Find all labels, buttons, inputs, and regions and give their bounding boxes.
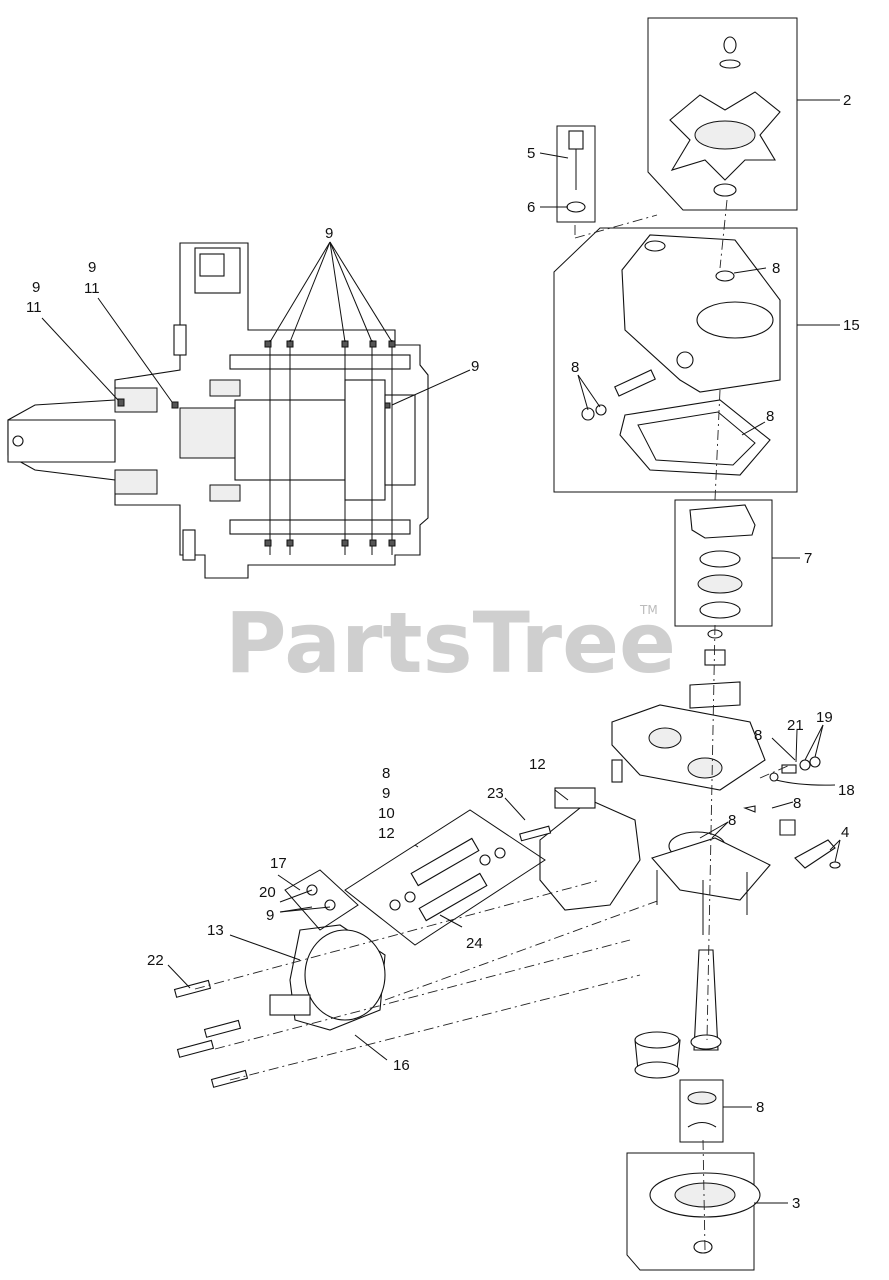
bearing-kit-box [674,499,773,627]
callout-9-check: 9 [266,907,274,924]
pulley-box [626,1152,761,1271]
callout-kit-12: 12 [378,825,395,842]
watermark-text: PartsTree [225,594,676,692]
callout-kit-8: 8 [382,765,390,782]
callout-8-side-plug: 8 [793,795,801,812]
lower-bearing-box [679,1079,724,1143]
leader-lines [41,99,841,1204]
callout-15: 15 [843,317,860,334]
callout-20: 20 [259,884,276,901]
callout-9-mid: 9 [88,259,96,276]
watermark-trademark: TM [639,603,658,617]
callout-5: 5 [527,145,535,162]
assembly-centerlines [194,199,791,1251]
callout-2: 2 [843,92,851,109]
callout-4: 4 [841,824,849,841]
callout-8-cover-seals: 8 [571,359,579,376]
callout-23: 23 [487,785,504,802]
callout-16: 16 [393,1057,410,1074]
callout-kit-10: 10 [378,805,395,822]
callout-11-mid: 11 [84,280,100,297]
callout-3: 3 [792,1195,800,1212]
center-section-assembly [611,629,841,1079]
callout-22: 22 [147,952,164,969]
cross-section-view [7,242,429,579]
callout-7: 7 [804,550,812,567]
callout-18: 18 [838,782,855,799]
callout-8-bypass: 8 [754,727,762,744]
callout-12: 12 [529,756,546,773]
callout-9-right: 9 [471,358,479,375]
callout-8-seal-kit: 8 [756,1099,764,1116]
callout-21: 21 [787,717,804,734]
dipstick-box [556,125,596,223]
callout-6: 6 [527,199,535,216]
callout-8-fan-nut: 8 [772,260,780,277]
housing-cover-box [553,227,798,493]
callout-13: 13 [207,922,224,939]
callout-labels: 2 5 6 8 15 8 8 7 9 11 9 11 9 9 8 21 19 1… [26,92,860,1212]
callout-9-top: 9 [325,225,333,242]
callout-24: 24 [466,935,483,952]
callout-8-center-oring: 8 [728,812,736,829]
callout-9-left: 9 [32,279,40,296]
callout-kit-9: 9 [382,785,390,802]
motor-assembly [173,787,641,1088]
callout-19: 19 [816,709,833,726]
callout-11-left: 11 [26,299,42,316]
fan-assembly-box [647,17,798,211]
callout-8-gasket: 8 [766,408,774,425]
callout-17: 17 [270,855,287,872]
